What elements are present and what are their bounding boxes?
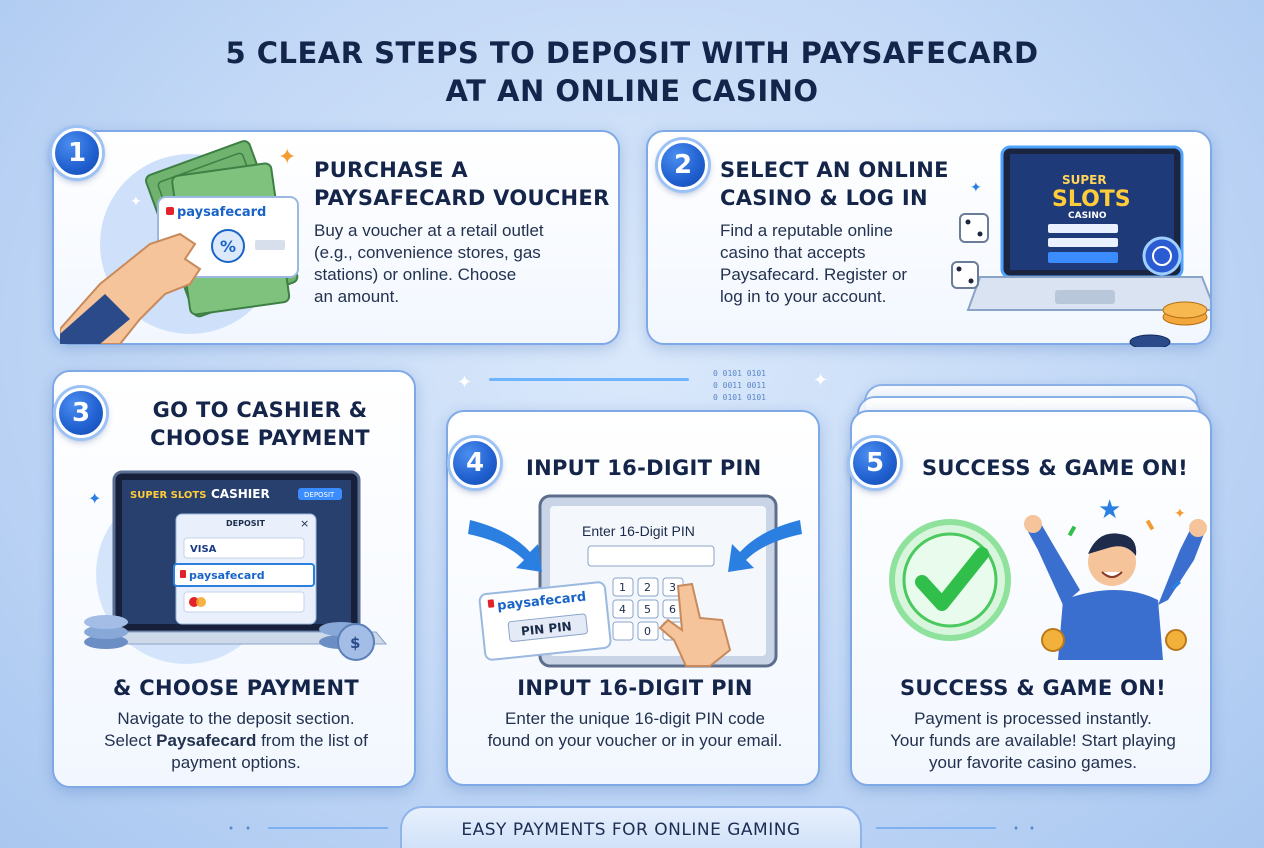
- svg-text:✦: ✦: [813, 370, 828, 391]
- step-3-heading: GO TO CASHIER & CHOOSE PAYMENT: [150, 398, 370, 450]
- svg-text:0 0011 0011: 0 0011 0011: [713, 381, 766, 390]
- step-5-description: Payment is processed instantly. Your fun…: [890, 709, 1176, 772]
- login-password-field: [1048, 238, 1118, 247]
- laptop-illustration: SUPER SLOTS CASINO ✦: [951, 145, 1210, 347]
- casino-logo-main: SLOTS: [1052, 187, 1131, 212]
- voucher-symbol: %: [220, 237, 236, 256]
- svg-text:paysafecard: paysafecard: [189, 569, 265, 582]
- coin-stack-icon: [84, 615, 128, 649]
- pin-entry-illustration: Enter 16-Digit PIN 1 2 3 4 5 6 0 paysafe…: [468, 494, 802, 668]
- cashier-laptop-illustration: SUPER SLOTS CASHIER DEPOSIT DEPOSIT × VI…: [84, 470, 388, 664]
- step-2-card: SELECT AN ONLINE CASINO & LOG IN Find a …: [646, 130, 1212, 347]
- step-3-card: GO TO CASHIER & CHOOSE PAYMENT SUPER SLO…: [52, 370, 416, 788]
- footer-banner: EASY PAYMENTS FOR ONLINE GAMING: [400, 806, 862, 848]
- login-button: [1048, 252, 1118, 263]
- footer-dots-left: [229, 826, 388, 830]
- svg-text:PIN PIN: PIN PIN: [520, 619, 572, 638]
- step-1-heading: PURCHASE A PAYSAFECARD VOUCHER: [314, 158, 610, 210]
- voucher-illustration: paysafecard % ✦ ✦: [60, 140, 299, 344]
- login-username-field: [1048, 224, 1118, 233]
- step-4-heading: INPUT 16-DIGIT PIN: [526, 456, 762, 480]
- svg-text:DEPOSIT: DEPOSIT: [226, 519, 266, 528]
- arrow-left-icon: [728, 520, 802, 572]
- title-line-2: AT AN ONLINE CASINO: [445, 74, 819, 108]
- mastercard-option: [183, 591, 305, 613]
- paysafecard-option: [173, 563, 315, 587]
- cashier-logo: SUPER SLOTS: [130, 490, 206, 501]
- coin-icon: [1165, 629, 1187, 651]
- step-3-description: Navigate to the deposit section. Select …: [104, 709, 368, 772]
- step-5-subheading: SUCCESS & GAME ON!: [899, 676, 1167, 700]
- paysafecard-voucher: paysafecard %: [157, 196, 299, 278]
- star-icon: ★: [1098, 495, 1121, 525]
- svg-text:0 0101 0101: 0 0101 0101: [713, 369, 766, 378]
- step-5-badge: 5: [850, 438, 900, 488]
- svg-text:6: 6: [669, 603, 676, 616]
- step-1-badge: 1: [52, 128, 102, 178]
- paysafecard-pin-card: paysafecard PIN PIN: [478, 581, 612, 661]
- svg-text:1: 1: [619, 581, 626, 594]
- decorative-line: ✦ 0 0101 0101 0 0011 0011 0 0101 0101 ✦: [457, 369, 828, 402]
- step-5-heading: SUCCESS & GAME ON!: [922, 456, 1189, 480]
- svg-text:$: $: [350, 634, 360, 652]
- cashier-title: CASHIER: [211, 487, 270, 501]
- celebrating-person-icon: [1024, 515, 1207, 660]
- coin-stack-icon: $: [319, 622, 375, 661]
- svg-text:2: 2: [644, 581, 651, 594]
- step-2-heading: SELECT AN ONLINE CASINO & LOG IN: [720, 158, 949, 210]
- svg-text:DEPOSIT: DEPOSIT: [304, 491, 335, 499]
- step-1-description: Buy a voucher at a retail outlet (e.g., …: [314, 221, 544, 306]
- svg-text:VISA: VISA: [190, 544, 217, 555]
- svg-text:0 0101 0101: 0 0101 0101: [713, 393, 766, 402]
- arrow-right-icon: [468, 520, 542, 572]
- close-icon: ×: [300, 517, 309, 530]
- sparkle-icon: ✦: [1174, 506, 1186, 522]
- step-4-card: INPUT 16-DIGIT PIN Enter 16-Digit PIN 1 …: [446, 410, 820, 786]
- casino-logo-sub: CASINO: [1068, 211, 1107, 221]
- step-5-card: SUCCESS & GAME ON! ★ ✦ SUCCESS & GAME ON…: [850, 410, 1212, 786]
- step-2-badge: 2: [658, 140, 708, 190]
- step-2-description: Find a reputable online casino that acce…: [720, 221, 908, 306]
- pin-input-field: [587, 545, 715, 567]
- svg-text:0: 0: [644, 625, 651, 638]
- hand-icon: [60, 232, 202, 344]
- visa-option: [183, 537, 305, 559]
- step-3-badge: 3: [56, 388, 106, 438]
- dice-icon: [959, 213, 989, 243]
- step-3-subheading: & CHOOSE PAYMENT: [113, 676, 359, 700]
- svg-text:3: 3: [669, 581, 676, 594]
- sparkle-icon: ✦: [278, 145, 296, 170]
- svg-text:4: 4: [619, 603, 626, 616]
- sparkle-icon: ✦: [130, 194, 142, 210]
- sparkle-icon: ✦: [88, 489, 101, 508]
- footer-dots-right: [876, 826, 1034, 830]
- title-line-1: 5 CLEAR STEPS TO DEPOSIT WITH PAYSAFECAR…: [225, 36, 1039, 70]
- voucher-brand: paysafecard: [177, 205, 266, 220]
- svg-text:✦: ✦: [457, 372, 472, 393]
- sparkle-icon: ✦: [970, 180, 982, 196]
- svg-text:5: 5: [644, 603, 651, 616]
- step-4-subheading: INPUT 16-DIGIT PIN: [517, 676, 753, 700]
- step-4-badge: 4: [450, 438, 500, 488]
- step-1-card: paysafecard % ✦ ✦ PURCHASE A PAYSAFECARD…: [52, 130, 620, 345]
- coin-icon: [1041, 628, 1065, 652]
- step-4-description: Enter the unique 16-digit PIN code found…: [487, 709, 783, 750]
- pin-prompt: Enter 16-Digit PIN: [582, 523, 695, 539]
- pointing-hand-icon: [658, 582, 732, 667]
- success-illustration: ★ ✦: [889, 495, 1207, 660]
- dice-icon: [951, 261, 979, 289]
- cashier-deposit-button: [298, 488, 342, 500]
- casino-chips-icon: [1129, 301, 1208, 347]
- page-title: 5 CLEAR STEPS TO DEPOSIT WITH PAYSAFECAR…: [0, 34, 1264, 110]
- casino-logo-top: SUPER: [1062, 173, 1107, 187]
- checkmark-icon: [915, 547, 989, 611]
